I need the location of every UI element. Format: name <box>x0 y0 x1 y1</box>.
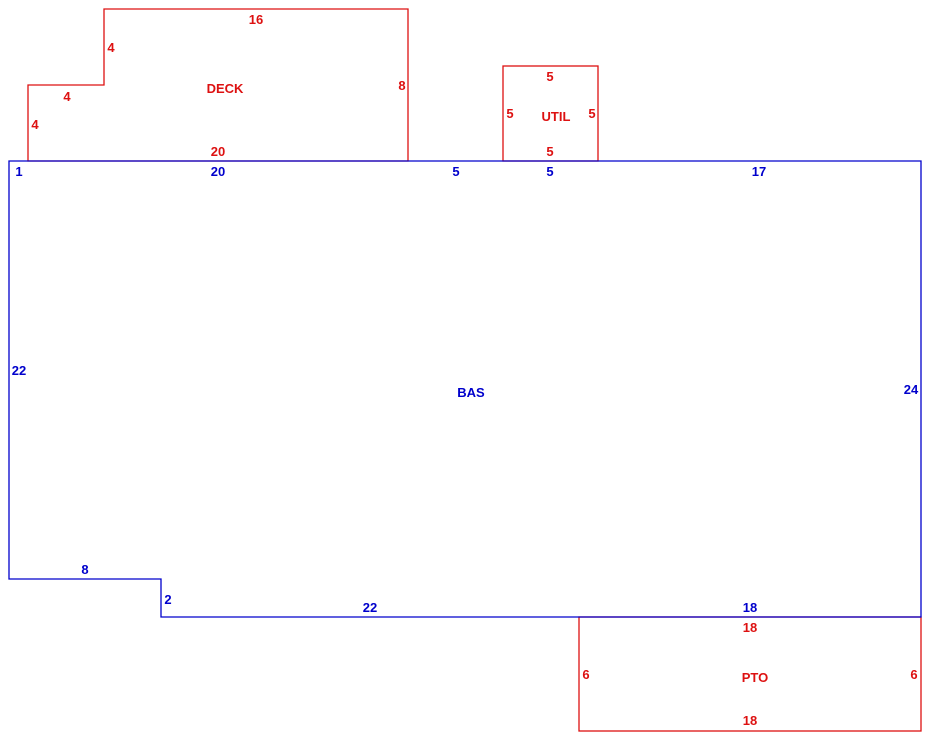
bas-dim-step-vertical: 2 <box>164 592 171 607</box>
deck-dim-right: 8 <box>398 78 405 93</box>
bas-dim-left: 22 <box>12 363 26 378</box>
bas-dim-top-a: 20 <box>211 164 225 179</box>
util-dim-left: 5 <box>506 106 513 121</box>
deck-dim-bottom: 20 <box>211 144 225 159</box>
bas-area[interactable]: BAS 1 20 5 5 17 24 18 22 2 8 22 <box>8 160 922 618</box>
deck-area-label: DECK <box>207 81 244 96</box>
bas-dim-top-d: 17 <box>752 164 766 179</box>
bas-outline <box>8 160 922 618</box>
bas-dim-top-left-corner: 1 <box>15 164 22 179</box>
util-dim-right: 5 <box>588 106 595 121</box>
deck-dim-left-lower: 4 <box>31 117 39 132</box>
bas-dim-right: 24 <box>904 382 919 397</box>
pto-dim-bottom: 18 <box>743 713 757 728</box>
bas-dim-top-b: 5 <box>452 164 459 179</box>
util-dim-bottom: 5 <box>546 144 553 159</box>
deck-area[interactable]: DECK 16 8 20 4 4 4 <box>27 8 409 162</box>
bas-dim-top-c: 5 <box>546 164 553 179</box>
deck-dim-left-upper: 4 <box>107 40 115 55</box>
bas-dim-step-horizontal: 8 <box>81 562 88 577</box>
pto-dim-left: 6 <box>582 667 589 682</box>
pto-dim-top: 18 <box>743 620 757 635</box>
deck-dim-top: 16 <box>249 12 263 27</box>
pto-area-label: PTO <box>742 670 769 685</box>
deck-dim-step-horizontal: 4 <box>63 89 71 104</box>
bas-dim-bottom-mid: 22 <box>363 600 377 615</box>
pto-area[interactable]: PTO 18 6 6 18 <box>578 616 922 732</box>
util-area-label: UTIL <box>542 109 571 124</box>
util-area[interactable]: UTIL 5 5 5 5 <box>502 65 599 162</box>
bas-area-label: BAS <box>457 385 485 400</box>
pto-dim-right: 6 <box>910 667 917 682</box>
util-dim-top: 5 <box>546 69 553 84</box>
bas-dim-bottom-right: 18 <box>743 600 757 615</box>
